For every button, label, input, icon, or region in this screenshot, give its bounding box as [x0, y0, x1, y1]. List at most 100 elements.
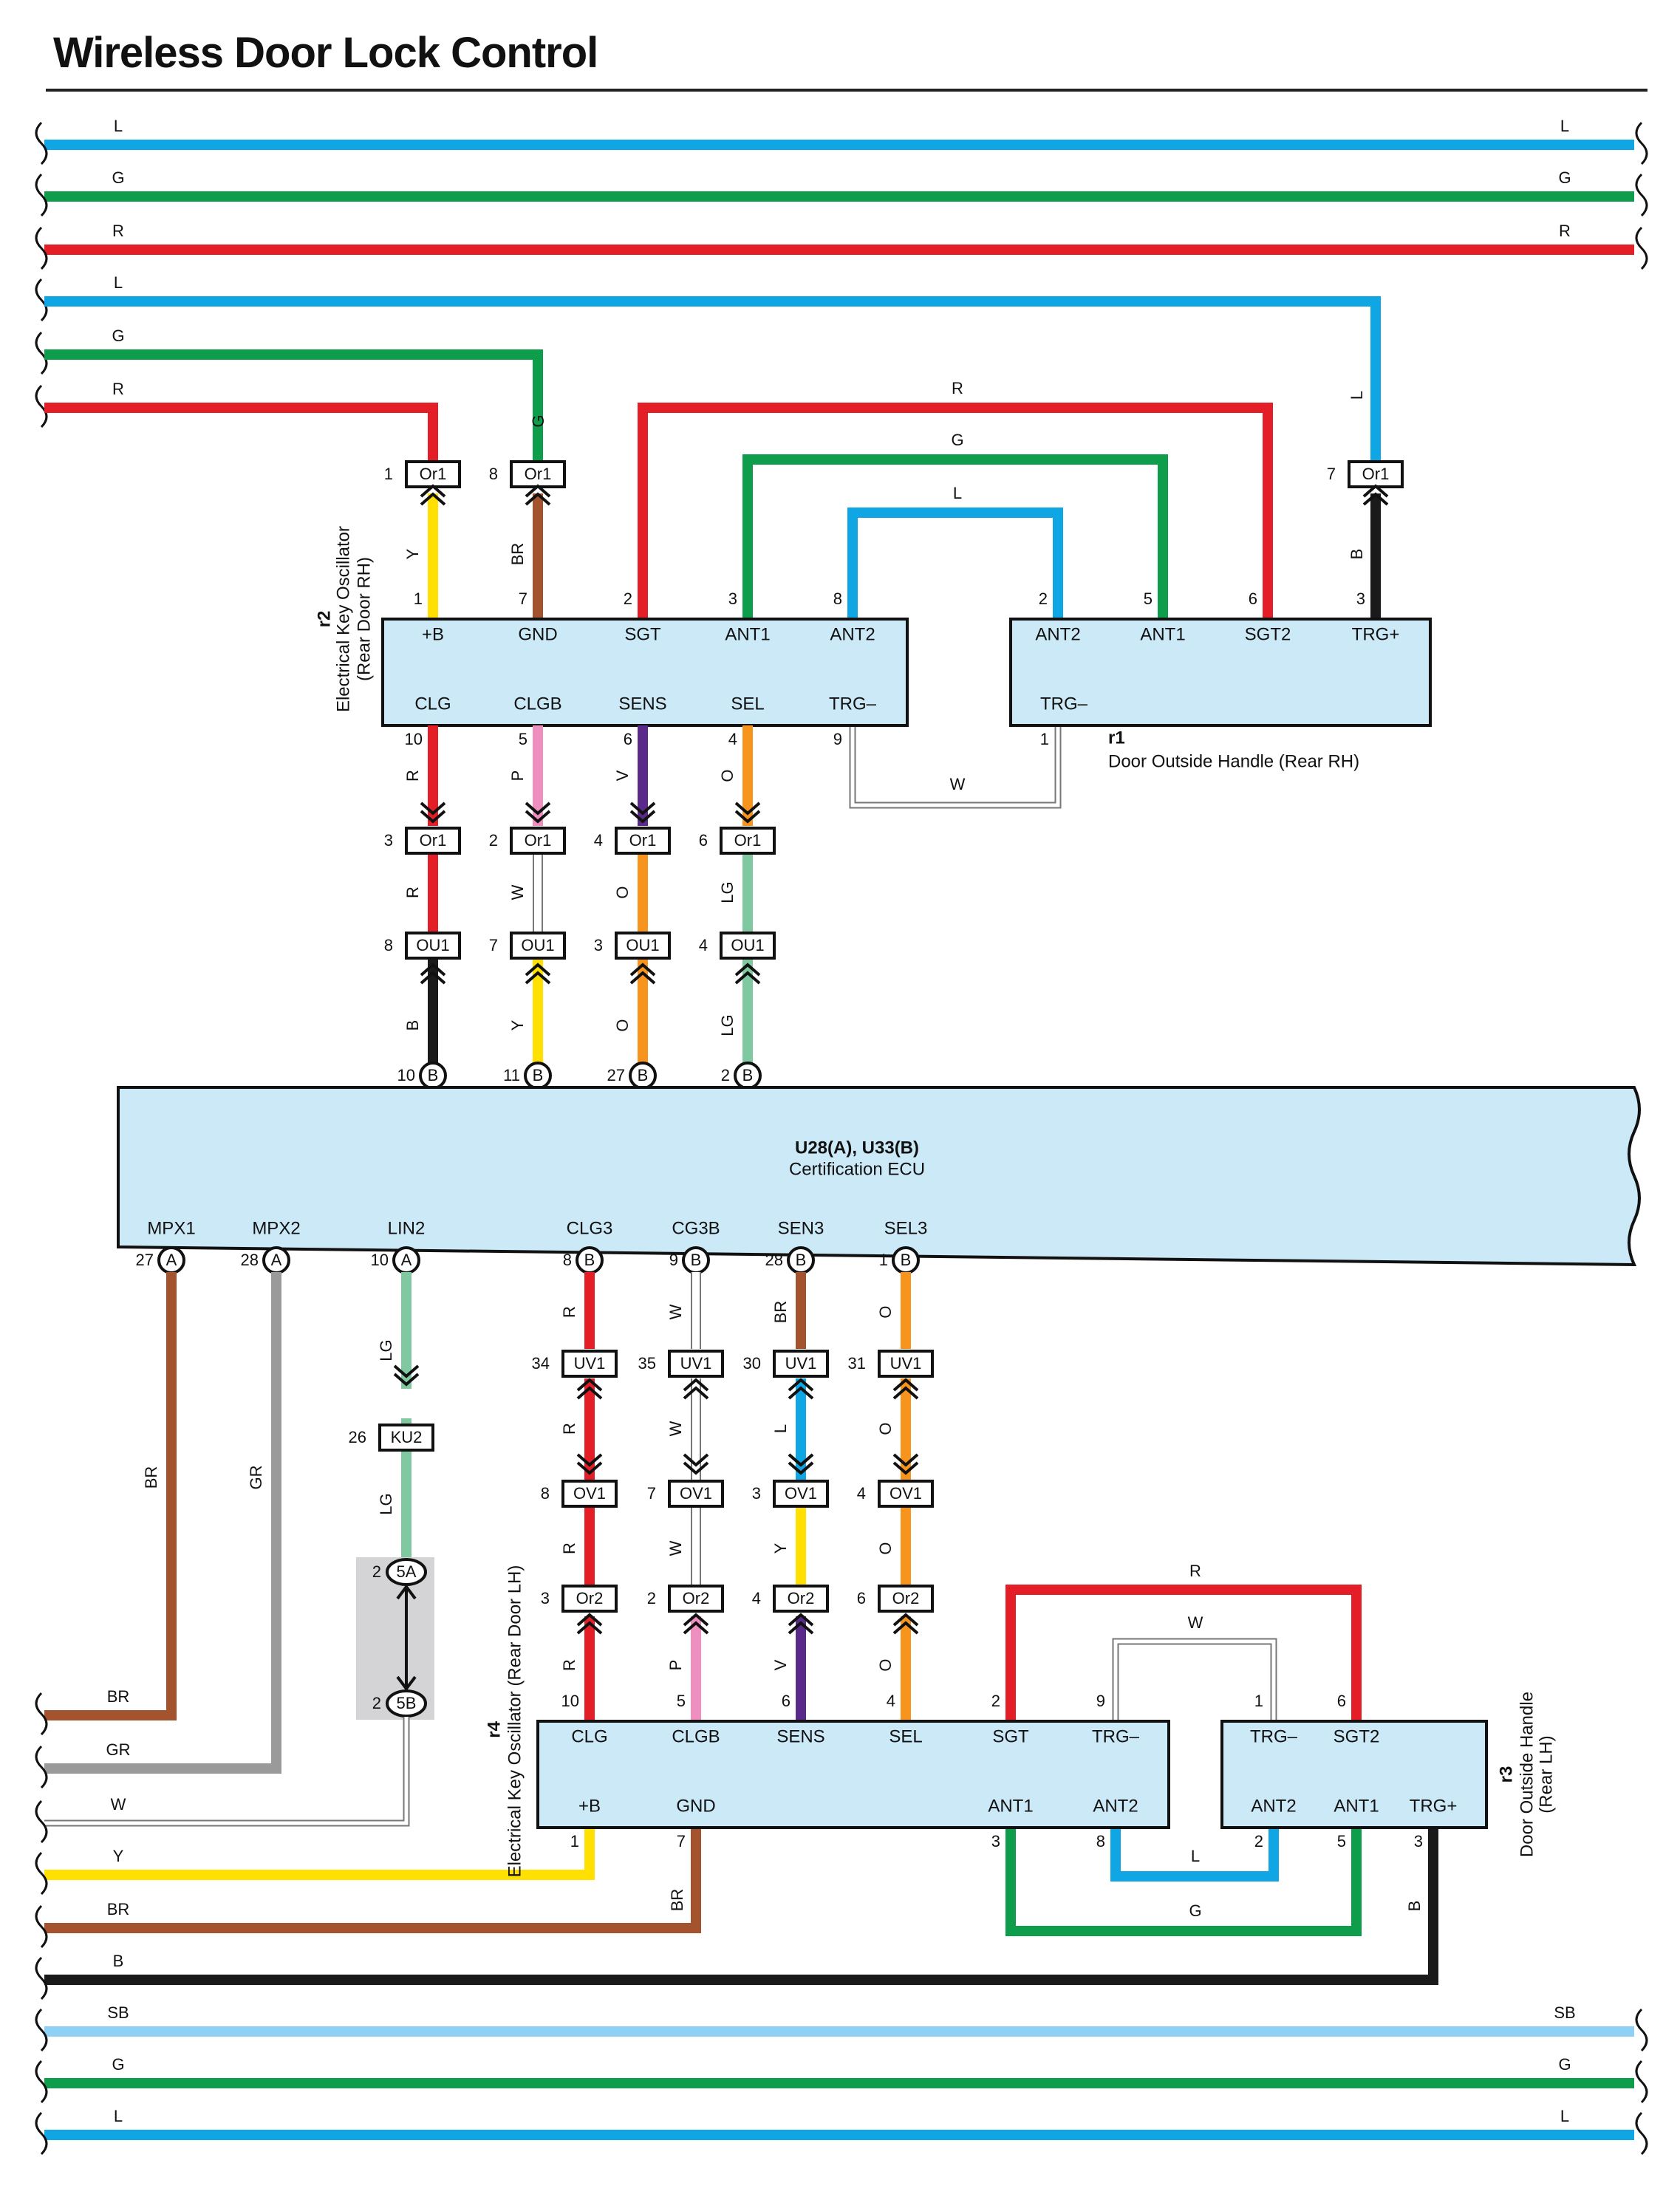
- r2-bottom-pin-number: 4: [728, 730, 737, 748]
- r4-bottom-pin-number: 3: [991, 1832, 1000, 1850]
- double-chevron-icon: [525, 484, 551, 498]
- connector-name: OU1: [416, 936, 449, 954]
- connector-pin: 30: [743, 1354, 761, 1373]
- wire-ant1-loop: [742, 454, 1168, 619]
- page-title: Wireless Door Lock Control: [53, 29, 598, 77]
- bus-label: L: [1560, 2107, 1569, 2125]
- double-chevron-icon: [420, 971, 446, 985]
- wire-label: BR: [107, 1900, 130, 1918]
- wire-break-icon: [35, 1692, 48, 1736]
- r2-top-pin-number: 1: [414, 589, 423, 608]
- connector-name: UV1: [785, 1354, 817, 1373]
- r4-top-pin-label: CLGB: [672, 1726, 720, 1746]
- circle-connector-label: B: [691, 1251, 702, 1269]
- r2-sub: (Rear Door RH): [354, 557, 374, 681]
- ecu-title: U28(A), U33(B): [795, 1138, 919, 1158]
- connector-pin: 3: [384, 831, 393, 850]
- r2-top-pin-label: GND: [518, 624, 557, 644]
- r2-id: r2: [314, 611, 334, 628]
- r1-top-pin-label: ANT1: [1140, 624, 1185, 644]
- connector-icon: [561, 1350, 618, 1378]
- connector-icon: [615, 827, 671, 855]
- connector-icon: [878, 1350, 934, 1378]
- double-chevron-icon: [734, 963, 761, 977]
- bus-label: G: [1558, 168, 1571, 187]
- r4-bottom-pin-number: 7: [677, 1832, 686, 1850]
- connector-name: Or2: [892, 1589, 920, 1607]
- r4-component: [536, 1720, 1170, 1829]
- wire-label: L: [1191, 1847, 1200, 1865]
- wire-label: BR: [771, 1301, 790, 1324]
- double-chevron-icon: [525, 802, 551, 816]
- r3-id: r3: [1496, 1766, 1516, 1783]
- wire-sgt2-loop: [1005, 1585, 1362, 1721]
- wire-break-icon: [1635, 2008, 1648, 2052]
- wire-label: B: [1348, 549, 1366, 560]
- connector-pin: 7: [489, 936, 498, 954]
- bus-label: L: [1560, 117, 1569, 135]
- wire-label: R: [560, 1542, 578, 1554]
- double-chevron-icon: [576, 1613, 603, 1627]
- connector-pin: 4: [699, 936, 708, 954]
- connector-name: Or1: [525, 465, 552, 483]
- wire-label: Y: [771, 1542, 790, 1554]
- r4-top-pin-label: CLG: [571, 1726, 607, 1746]
- wire-label: Y: [403, 548, 422, 559]
- connector-icon: [878, 1585, 934, 1613]
- double-chevron-icon: [788, 1613, 814, 1627]
- connector-pin: 10: [397, 1066, 415, 1084]
- wire-trg-loop: [850, 725, 1060, 807]
- r2-component: [381, 618, 909, 727]
- wire-break-icon: [35, 2008, 48, 2052]
- connector-pin: 27: [607, 1066, 625, 1084]
- connector-pin: 35: [638, 1354, 656, 1373]
- connector-pin: 28: [241, 1251, 259, 1269]
- ecu-bottom-pin-label: LIN2: [388, 1218, 426, 1238]
- r1-top-pin-label: ANT2: [1035, 624, 1080, 644]
- wire-label: LG: [377, 1493, 395, 1514]
- connector-icon: [405, 932, 461, 960]
- wire-label: B: [403, 1020, 422, 1031]
- wire-break-icon: [35, 1745, 48, 1789]
- double-chevron-icon: [892, 1621, 919, 1635]
- connector-icon: [878, 1480, 934, 1508]
- wire-ant1-lower-loop: [1005, 1828, 1362, 1936]
- bus-label: R: [1559, 222, 1571, 240]
- connector-icon: [510, 827, 566, 855]
- r4-top-pin-number: 9: [1096, 1692, 1105, 1710]
- ecu-bottom-pin-label: MPX2: [252, 1218, 300, 1238]
- r3-bottom-pin-number: 3: [1414, 1832, 1423, 1850]
- wire-break-icon: [35, 2111, 48, 2156]
- bus-label: L: [114, 117, 123, 135]
- double-chevron-icon: [420, 484, 446, 498]
- wire-break-icon: [1635, 173, 1648, 217]
- connector-pin: 7: [1327, 465, 1336, 483]
- r4-top-pin-number: 4: [887, 1692, 895, 1710]
- connector-name: KU2: [391, 1428, 423, 1446]
- wire-r2-plusb-red: [44, 403, 438, 464]
- connector-icon: [773, 1480, 829, 1508]
- r3-component: [1220, 1720, 1488, 1829]
- r4-bottom-pin-label: ANT1: [988, 1796, 1033, 1816]
- r2-bottom-pin-label: TRG–: [829, 694, 877, 714]
- connector-icon: [668, 1480, 724, 1508]
- wire-break-icon: [35, 1851, 48, 1896]
- wire-label: G: [951, 431, 963, 449]
- double-chevron-icon: [420, 802, 446, 816]
- r1-top-pin-number: 2: [1039, 589, 1048, 608]
- ecu-name: Certification ECU: [789, 1159, 925, 1179]
- connector-icon: [668, 1350, 724, 1378]
- wire-label: O: [876, 1658, 895, 1671]
- double-chevron-icon: [393, 1373, 420, 1387]
- wire-label: R: [560, 1306, 578, 1318]
- double-chevron-icon: [683, 1613, 709, 1627]
- r2-top-pin-number: 2: [624, 589, 632, 608]
- connector-name: Or1: [629, 831, 657, 850]
- double-chevron-icon: [892, 1461, 919, 1475]
- wire-trg-lower-loop-outline: [1112, 1638, 1277, 1721]
- connector-pin: 10: [371, 1251, 389, 1269]
- r3-bottom-pin-label: ANT2: [1251, 1796, 1296, 1816]
- wire-label: G: [1189, 1901, 1201, 1920]
- r1-top-pin-label: SGT2: [1245, 624, 1291, 644]
- r2-bottom-pin-label: SEL: [731, 694, 764, 714]
